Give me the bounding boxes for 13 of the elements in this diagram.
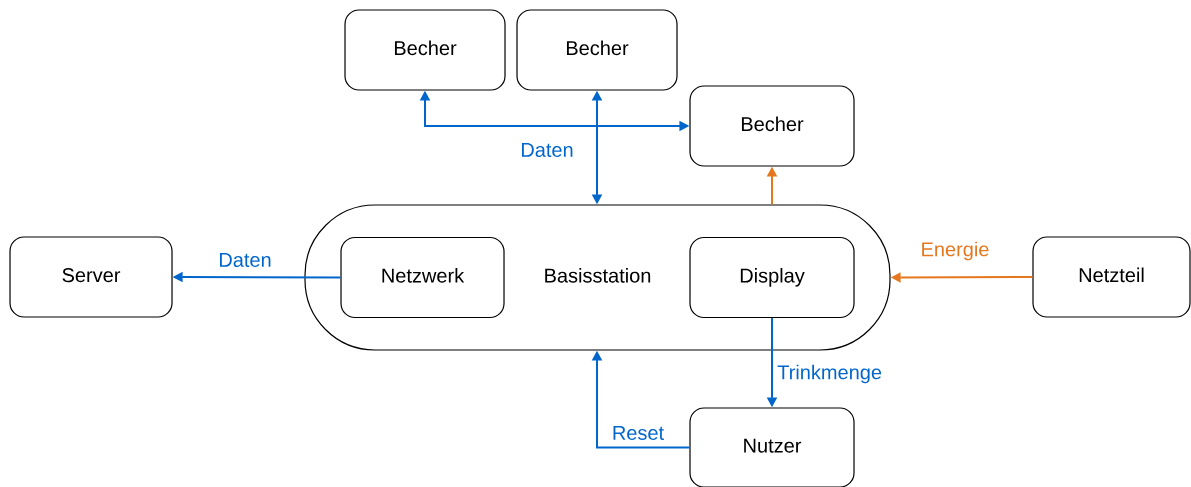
edge-label: Daten [521, 143, 573, 157]
edge-label: Daten [220, 253, 271, 267]
process-box: Becher [689, 85, 855, 167]
edge-label: Reset [613, 426, 664, 440]
process-box: Netzwerk [340, 236, 505, 319]
edge-label: Energie [922, 241, 989, 261]
process-box: Becher [344, 9, 506, 91]
process-box: Netzteil [1032, 236, 1191, 318]
process-box: Display [689, 236, 855, 319]
edge-label: Trinkmenge [777, 364, 882, 384]
process-box: Nutzer [689, 407, 855, 487]
process-box: Becher [516, 9, 678, 91]
process-box: Server [9, 236, 173, 318]
